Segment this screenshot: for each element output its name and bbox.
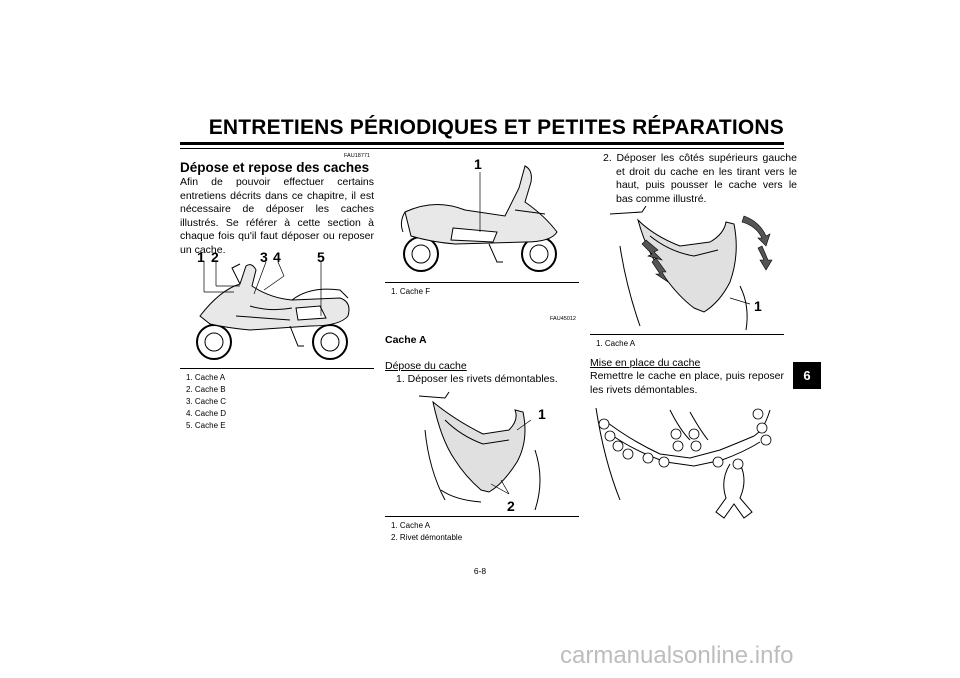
- caption-item: 5. Cache E: [186, 421, 226, 430]
- watermark: carmanualsonline.info: [560, 642, 794, 669]
- header-rule-thin: [180, 148, 784, 149]
- figure-captions: 1. Cache A 2. Rivet démontable: [391, 520, 462, 544]
- removal-subheading: Dépose du cache: [385, 360, 467, 372]
- figure-caption: 1. Cache F: [391, 286, 430, 298]
- caption-item: 2. Rivet démontable: [391, 533, 463, 542]
- caption-item: 1. Cache A: [391, 521, 431, 530]
- section-heading: Dépose et repose des caches: [180, 160, 370, 175]
- section-code: FAU18771: [344, 153, 370, 159]
- cover-install-illustration: [595, 407, 772, 519]
- scooter-figure-cache-f: 1: [385, 152, 579, 280]
- caption-item: 3. Cache C: [186, 397, 227, 406]
- page-number: 6-8: [473, 566, 487, 576]
- callout-5: 5: [317, 249, 325, 265]
- figure-divider: [385, 516, 579, 517]
- section-code: FAU45012: [550, 316, 576, 322]
- caption-item: 4. Cache D: [186, 409, 227, 418]
- caption-item: 2. Cache B: [186, 385, 226, 394]
- step-1: 1. Déposer les rivets démontables.: [396, 373, 558, 385]
- cover-install-figure: [590, 400, 784, 524]
- figure-caption: 1. Cache A: [596, 338, 635, 350]
- callout-2: 2: [211, 249, 219, 265]
- caption-item: 1. Cache A: [186, 373, 226, 382]
- scooter-illustration-2: [400, 165, 558, 272]
- cache-a-heading: Cache A: [385, 334, 427, 346]
- figure-captions: 1. Cache A 2. Cache B 3. Cache C 4. Cach…: [186, 372, 226, 432]
- callout-rivet: 2: [507, 498, 515, 514]
- caption-item: 1. Cache F: [391, 287, 431, 296]
- cover-removal-illustration: [609, 205, 773, 331]
- cover-a-figure: 1 2: [385, 390, 579, 514]
- callout-4: 4: [273, 249, 281, 265]
- scooter-illustration: [196, 261, 350, 360]
- intro-paragraph: Afin de pouvoir effectuer certains entre…: [180, 176, 374, 256]
- figure-divider: [385, 282, 579, 283]
- chapter-tab: 6: [793, 362, 821, 389]
- page-header-title: ENTRETIENS PÉRIODIQUES ET PETITES RÉPARA…: [208, 116, 784, 139]
- install-subheading: Mise en place du cache: [590, 357, 701, 369]
- header-rule: [180, 142, 784, 145]
- callout-cache-f: 1: [474, 156, 482, 172]
- caption-item: 1. Cache A: [596, 339, 636, 348]
- install-paragraph: Remettre le cache en place, puis reposer…: [590, 370, 784, 396]
- callout-3: 3: [260, 249, 268, 265]
- figure-divider: [590, 334, 784, 335]
- cover-a-illustration: [418, 391, 541, 511]
- scooter-figure: 1 2 3 4 5: [180, 246, 374, 366]
- callout-cache-a: 1: [754, 298, 762, 314]
- callout-cache-a: 1: [538, 406, 546, 422]
- step-2: 2. Déposer les côtés supérieurs gauche e…: [603, 152, 797, 205]
- figure-divider: [180, 368, 374, 369]
- callout-1: 1: [197, 249, 205, 265]
- cover-removal-figure: 1: [590, 205, 784, 332]
